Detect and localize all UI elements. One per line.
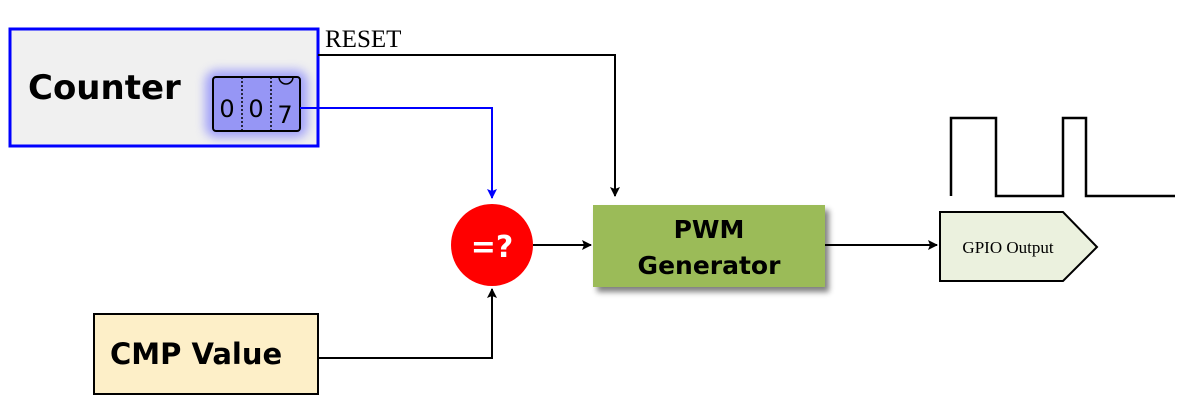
cmp-value-block: CMP Value <box>93 313 319 395</box>
odometer-digit: 0 <box>248 95 263 123</box>
gpio-output-label: GPIO Output <box>962 238 1053 257</box>
counter-value-wire <box>300 107 497 199</box>
comparator-circle <box>451 204 533 286</box>
cmp-value-wire <box>318 288 497 359</box>
comparator: =? <box>451 204 533 286</box>
cmp-value-label: CMP Value <box>110 337 282 371</box>
pwm-label-line1: PWM <box>674 215 745 244</box>
reset-wire <box>318 54 620 197</box>
counter-block: Counter 0 0 7 <box>8 27 320 148</box>
pwm-generator: PWM Generator <box>593 205 825 287</box>
counter-label: Counter <box>28 68 181 108</box>
gpio-output: GPIO Output <box>939 211 1099 282</box>
cmp-value-box <box>93 313 319 395</box>
odometer-digit: 0 <box>219 95 234 123</box>
comparator-label: =? <box>471 230 514 265</box>
gpio-output-shape <box>939 211 1099 282</box>
pwm-waveform <box>949 116 1175 198</box>
pwm-label-line2: Generator <box>638 251 782 280</box>
pwm-generator-box <box>593 205 825 287</box>
odometer-digit: 7 <box>277 101 292 129</box>
odometer-icon: 0 0 7 <box>205 70 308 138</box>
reset-label: RESET <box>325 26 401 53</box>
